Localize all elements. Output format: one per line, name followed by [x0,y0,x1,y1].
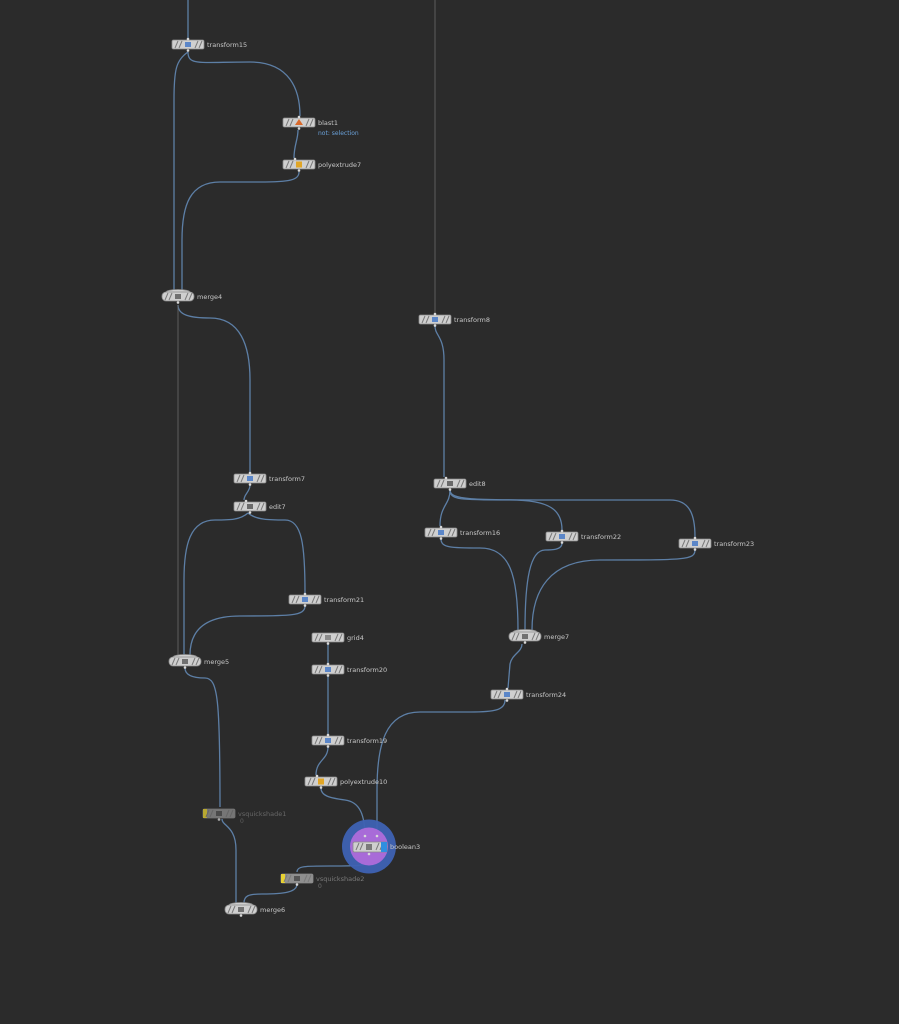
node-transform24[interactable]: transform24 [490,687,566,702]
node-polyextrude7[interactable]: polyextrude7 [282,157,361,172]
wire-vsquickshade2-to-merge6 [243,883,298,904]
wire-transform22-to-merge7 [524,542,563,631]
node-polyextrude10[interactable]: polyextrude10 [304,774,387,789]
node-label: transform7 [269,475,305,483]
node-transform21[interactable]: transform21 [288,592,364,607]
transform-icon [247,476,253,481]
wire-edit8-to-transform23 [449,489,696,538]
bypass-flag[interactable] [281,874,285,883]
node-edit8[interactable]: edit8 [433,476,486,491]
node-label: merge4 [197,293,222,301]
node-label: merge7 [544,633,569,641]
node-transform20[interactable]: transform20 [311,662,387,677]
node-label: transform15 [207,41,247,49]
node-transform8[interactable]: transform8 [418,312,490,327]
wire-edit8-to-transform22 [449,489,563,531]
merge-icon [522,634,528,639]
node-transform15[interactable]: transform15 [171,37,247,52]
wire-transform16-to-merge7 [440,538,519,631]
node-vsquickshade2[interactable]: vsquickshade2 0 [280,873,364,890]
wire-transform21-to-merge5 [189,605,306,656]
node-label: transform16 [460,529,500,537]
node-label: transform20 [347,666,387,674]
merge-icon [175,294,181,299]
node-transform23[interactable]: transform23 [678,536,754,551]
node-merge5[interactable]: merge5 [168,654,229,669]
edit-icon [447,481,453,486]
grid-icon [325,635,331,640]
node-vsquickshade1[interactable]: vsquickshade1 0 [202,808,286,825]
wire-merge7-to-transform24 [507,643,523,689]
wires [173,0,696,904]
merge-icon [182,659,188,664]
transform-icon [559,534,565,539]
transform-icon [325,667,331,672]
wire-edit7-to-transform21 [247,512,306,594]
transform-icon [692,541,698,546]
node-boolean3[interactable]: boolean3 [342,819,420,874]
node-label: transform23 [714,540,754,548]
bypass-flag[interactable] [203,809,207,818]
wire-transform15-to-merge4 [173,51,189,290]
node-label: polyextrude7 [318,161,361,169]
merge-icon [238,907,244,912]
node-label: transform21 [324,596,364,604]
polyextrude-icon [296,161,302,168]
node-merge4[interactable]: merge4 [161,289,222,304]
node-merge6[interactable]: merge6 [224,902,285,917]
transform-icon [504,692,510,697]
node-label: boolean3 [390,843,420,851]
wire-vsquickshade1-to-merge6 [221,818,237,903]
wire-transform23-to-merge7 [531,549,696,631]
node-label: transform19 [347,737,387,745]
shader-icon [216,811,222,816]
node-label: blast1 [318,119,338,127]
node-blast1[interactable]: blast1 not: selection [282,115,359,137]
wire-merge4-to-transform7 [177,304,251,472]
wire-transform24-to-boolean3 [376,699,506,838]
wire-transform15-to-blast1 [187,51,301,117]
wire-transform19-to-polyextrude10 [315,746,329,776]
node-label: grid4 [347,634,364,642]
node-label: polyextrude10 [340,778,387,786]
node-label: edit8 [469,480,486,488]
node-label: vsquickshade1 [238,810,286,818]
node-label: edit7 [269,503,286,511]
node-label: merge5 [204,658,229,666]
shader-icon [294,876,300,881]
polyextrude-icon [318,778,324,785]
node-grid4[interactable]: grid4 [311,632,364,645]
wire-transform8-to-edit8 [434,325,445,477]
transform-icon [438,530,444,535]
wire-polyextrude7-to-merge4 [181,171,300,290]
node-transform22[interactable]: transform22 [545,529,621,544]
node-comment: 0 [318,883,322,890]
node-edit7[interactable]: edit7 [233,499,286,514]
wire-edit8-to-transform16 [439,489,451,527]
wire-merge5-to-vsquickshade1 [184,667,221,808]
node-label: vsquickshade2 [316,875,364,883]
transform-icon [325,738,331,743]
node-transform7[interactable]: transform7 [233,471,305,486]
edit-icon [247,504,253,509]
transform-icon [302,597,308,602]
wire-edit7-to-merge5 [183,512,249,655]
wire-blast1-to-polyextrude7 [293,129,299,159]
node-label: merge6 [260,906,285,914]
node-label: transform22 [581,533,621,541]
transform-icon [432,317,438,322]
node-label: transform8 [454,316,490,324]
node-comment: 0 [240,818,244,825]
node-label: transform24 [526,691,566,699]
display-flag[interactable] [381,842,387,852]
node-transform19[interactable]: transform19 [311,733,387,748]
node-transform16[interactable]: transform16 [424,525,500,540]
boolean-icon [366,844,372,850]
transform-icon [185,42,191,47]
wire-transform7-to-edit7 [243,484,251,501]
node-merge7[interactable]: merge7 [508,629,569,644]
blast-icon [295,119,303,125]
node-comment: not: selection [318,130,359,137]
